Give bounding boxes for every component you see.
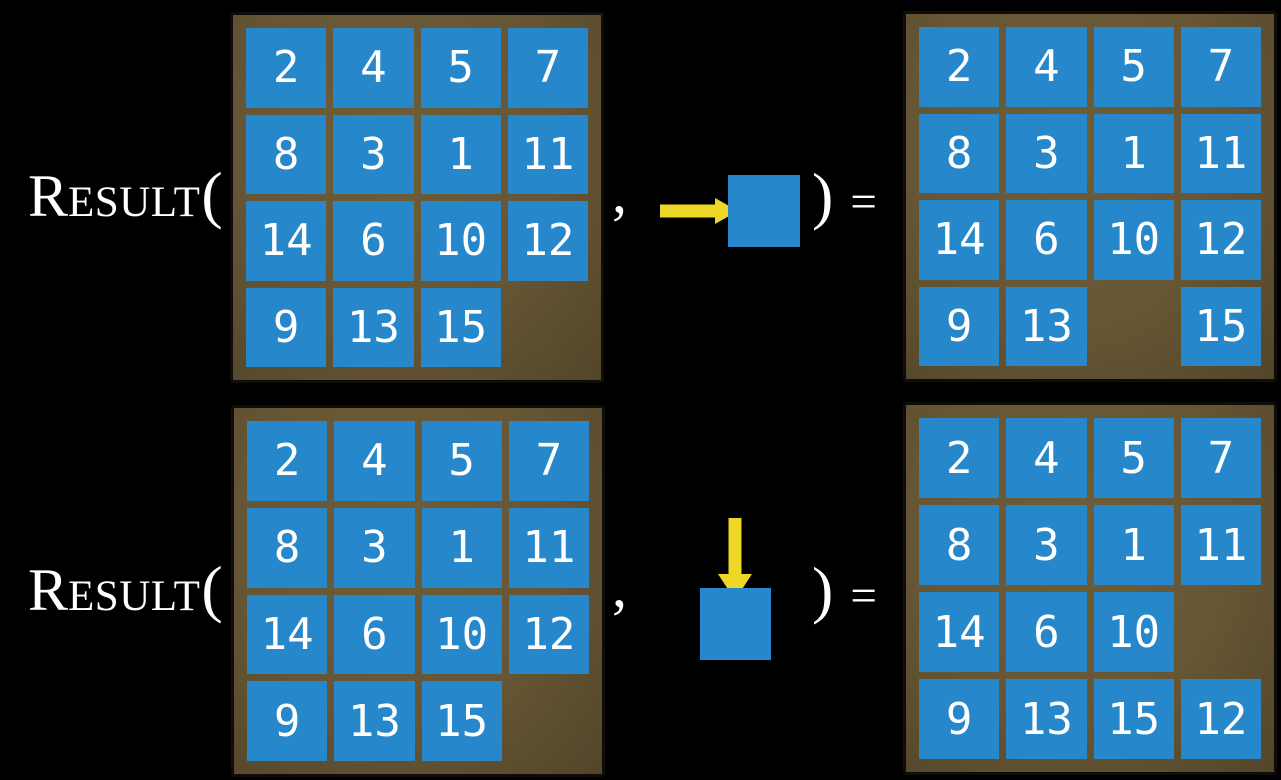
down-arrow-icon (718, 518, 752, 600)
tile-7: 7 (508, 421, 589, 501)
tile-6: 6 (1006, 592, 1087, 672)
tile-12: 12 (507, 201, 588, 281)
comma: , (612, 159, 627, 225)
tile-2: 2 (919, 418, 1000, 498)
blank-cell (1094, 287, 1174, 367)
tile-3: 3 (334, 507, 415, 588)
tile-2: 2 (919, 27, 1000, 107)
tile-10: 10 (1093, 592, 1174, 672)
tile-5: 5 (420, 28, 501, 108)
tile-8: 8 (919, 505, 1000, 585)
tile-13: 13 (1006, 679, 1087, 759)
tile-14: 14 (919, 200, 1000, 280)
tile-2: 2 (246, 28, 327, 108)
tile-13: 13 (333, 287, 414, 367)
comma: , (612, 553, 627, 619)
tile-4: 4 (1006, 418, 1087, 498)
open-paren: ( (201, 159, 223, 230)
close-paren: ) (812, 554, 834, 625)
tile-4: 4 (333, 28, 414, 108)
tile-8: 8 (919, 113, 1000, 193)
blank-cell (1181, 592, 1261, 672)
tile-4: 4 (334, 421, 415, 501)
tile-6: 6 (1006, 200, 1087, 280)
close-paren-equals: ) = (812, 558, 877, 622)
tile-5: 5 (1093, 27, 1174, 107)
tile-1: 1 (421, 507, 502, 588)
tile-3: 3 (1006, 505, 1087, 585)
action-move-right (660, 175, 801, 247)
tile-11: 11 (1180, 113, 1261, 193)
tile-15: 15 (421, 681, 502, 761)
tile-1: 1 (420, 114, 501, 194)
blank-tile-square (728, 175, 800, 247)
result-label-initial: R (28, 163, 69, 229)
equals-sign: = (850, 176, 877, 228)
tile-9: 9 (919, 679, 1000, 759)
open-paren: ( (201, 553, 223, 624)
tile-12: 12 (1180, 200, 1261, 280)
result-label-smallcaps: ESULT (68, 573, 201, 620)
tile-7: 7 (507, 28, 588, 108)
tile-4: 4 (1006, 27, 1087, 107)
tile-7: 7 (1180, 418, 1261, 498)
tile-14: 14 (246, 201, 327, 281)
tile-6: 6 (334, 594, 415, 675)
tile-10: 10 (1093, 200, 1174, 280)
equals-sign: = (850, 570, 877, 622)
tile-10: 10 (420, 201, 501, 281)
tile-1: 1 (1093, 505, 1174, 585)
tile-7: 7 (1180, 27, 1261, 107)
tile-13: 13 (1006, 286, 1087, 366)
action-move-down (700, 518, 772, 660)
tile-5: 5 (421, 421, 502, 501)
tile-14: 14 (247, 594, 328, 675)
tile-9: 9 (919, 286, 1000, 366)
close-paren: ) (812, 160, 834, 231)
tile-1: 1 (1093, 113, 1174, 193)
tile-15: 15 (1093, 679, 1174, 759)
right-arrow-icon (660, 198, 738, 224)
blank-cell (508, 288, 588, 368)
result-label-smallcaps: ESULT (68, 179, 201, 226)
tile-10: 10 (421, 594, 502, 675)
tile-6: 6 (333, 201, 414, 281)
tile-9: 9 (247, 681, 328, 761)
tile-15: 15 (420, 287, 501, 367)
tile-2: 2 (247, 421, 328, 501)
tile-15: 15 (1180, 286, 1261, 366)
tile-11: 11 (507, 114, 588, 194)
blank-cell (509, 681, 589, 761)
tile-3: 3 (1006, 113, 1087, 193)
tile-12: 12 (508, 594, 589, 675)
tile-3: 3 (333, 114, 414, 194)
blank-tile-square (700, 588, 771, 660)
tile-14: 14 (919, 592, 1000, 672)
tile-5: 5 (1093, 418, 1174, 498)
tile-13: 13 (334, 681, 415, 761)
tile-12: 12 (1180, 679, 1261, 759)
result-label-initial: R (28, 557, 69, 623)
tile-9: 9 (246, 287, 327, 367)
tile-11: 11 (1180, 505, 1261, 585)
tile-11: 11 (508, 507, 589, 588)
tile-8: 8 (246, 114, 327, 194)
tile-8: 8 (247, 507, 328, 588)
close-paren-equals: ) = (812, 164, 877, 228)
